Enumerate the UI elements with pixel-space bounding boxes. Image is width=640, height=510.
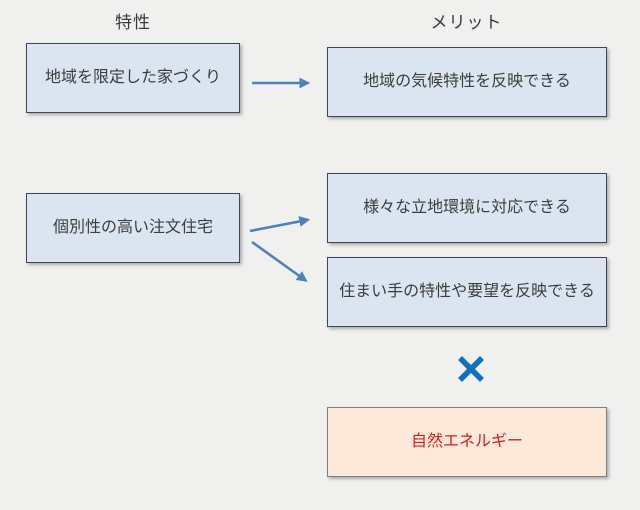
multiply-x-icon [458,356,484,382]
merit-box-label: 様々な立地環境に対応できる [363,199,571,216]
merit-box-label: 地域の気候特性を反映できる [363,73,571,90]
energy-box-label: 自然エネルギー [410,433,523,450]
energy-box: 自然エネルギー [327,407,607,477]
merit-box-site-environment: 様々な立地環境に対応できる [327,173,607,243]
column-header-merits: メリット [430,13,503,32]
merit-box-resident-wishes: 住まい手の特性や要望を反映できる [327,257,607,327]
arrow-feature2-to-merit2 [249,216,311,233]
merit-box-climate: 地域の気候特性を反映できる [327,47,607,117]
feature-box-label: 個別性の高い注文住宅 [52,219,213,236]
feature-box-regional-housing: 地域を限定した家づくり [26,43,240,113]
column-header-features: 特性 [115,13,151,32]
feature-box-label: 地域を限定した家づくり [44,69,221,86]
feature-box-custom-housing: 個別性の高い注文住宅 [26,193,240,263]
arrow-feature2-to-merit3 [251,240,308,282]
merit-box-label: 住まい手の特性や要望を反映できる [339,283,595,300]
